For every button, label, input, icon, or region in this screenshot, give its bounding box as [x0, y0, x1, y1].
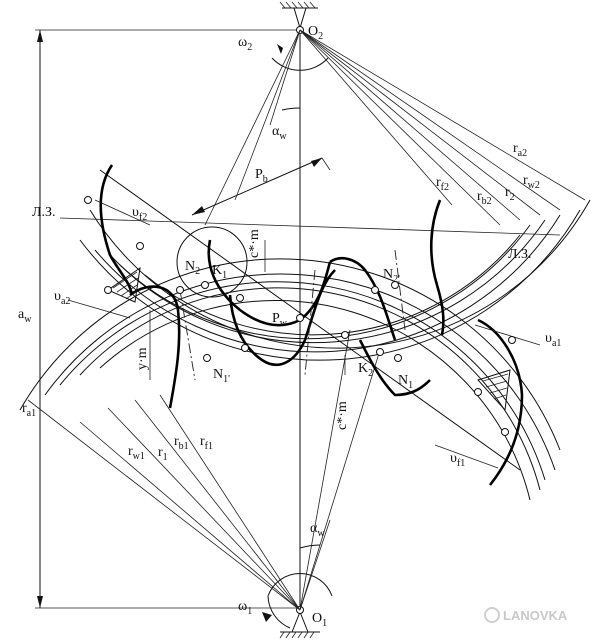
- label-rw1: rw1: [128, 444, 145, 462]
- gear2-circles: [79, 199, 591, 361]
- label-cm-top: c*·m: [247, 229, 262, 258]
- label-ra2: ra2: [513, 141, 527, 159]
- key-points: [84, 196, 516, 436]
- label-n2: N2: [185, 259, 200, 277]
- gear1-teeth: [129, 269, 524, 486]
- label-aw: aw: [18, 307, 32, 325]
- dash-line-1: [179, 289, 196, 381]
- label-omega1: ω1: [238, 599, 252, 617]
- contact-zone-circle: [176, 226, 248, 298]
- center-distance-dimension: [35, 29, 300, 609]
- label-n1p: N1': [213, 367, 230, 385]
- alpha-w-top-arc: [281, 107, 301, 111]
- label-lz-right: Л.З.: [508, 247, 532, 262]
- hatch-right: [477, 369, 511, 412]
- gear1-radius-lines: [27, 329, 381, 611]
- label-n1: N1: [398, 373, 413, 391]
- watermark-logo: LANOVKA: [484, 607, 568, 623]
- label-r1: r1: [158, 445, 168, 463]
- label-lz-left: Л.З.: [32, 205, 56, 220]
- label-rw2: rw2: [523, 173, 540, 191]
- label-rb2: rb2: [477, 189, 492, 207]
- angle-dimensions: [67, 199, 541, 469]
- label-ym: y·m: [135, 347, 150, 370]
- label-o1: O1: [312, 611, 327, 629]
- label-rf2: rf2: [436, 175, 449, 193]
- gear2-teeth: [99, 164, 445, 341]
- dash-line-2: [394, 249, 406, 331]
- svg-text:LANOVKA: LANOVKA: [503, 608, 568, 623]
- label-va1: υa1: [545, 331, 561, 349]
- label-ra1: ra1: [22, 401, 36, 419]
- label-k1: K1: [212, 263, 227, 281]
- hatch-left: [106, 266, 141, 303]
- label-n2p: N2': [383, 267, 400, 285]
- label-vf2: υf2: [132, 205, 147, 223]
- gear1-circles: [19, 258, 561, 501]
- label-omega2: ω2: [238, 35, 252, 53]
- label-k2: K2: [358, 361, 373, 379]
- label-vf1: υf1: [450, 451, 465, 469]
- label-rb1: rb1: [174, 434, 189, 452]
- label-o2: O2: [308, 24, 323, 42]
- label-alpha-w-top: αw: [272, 124, 287, 142]
- label-alpha-w-bottom: αw: [310, 521, 325, 539]
- label-pw: Pw: [272, 311, 288, 329]
- support-o1: [262, 572, 333, 639]
- gear2-radius-lines: [204, 29, 586, 226]
- alpha-w-bottom-arc: [299, 544, 321, 549]
- tangent-line-top: [59, 217, 561, 236]
- label-rf1: rf1: [200, 434, 213, 452]
- label-pb: Pb: [255, 167, 268, 185]
- base-pitch-dimension: [191, 157, 331, 216]
- label-r2: r2: [505, 185, 515, 203]
- label-va2: υa2: [54, 289, 70, 307]
- label-cm-bottom: c*·m: [335, 401, 350, 430]
